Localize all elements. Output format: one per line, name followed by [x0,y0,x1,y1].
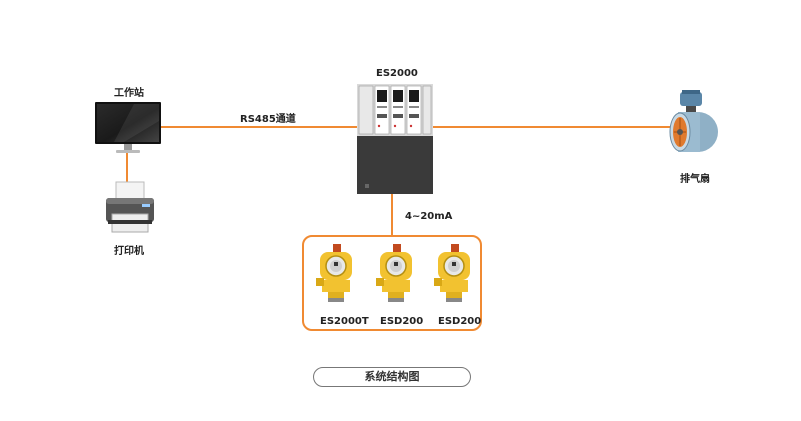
rs485-connector-line [160,126,358,128]
exhaust-fan-icon [669,90,718,152]
controller-label: ES2000 [376,68,418,79]
sensor-label-1: ES2000T [320,316,369,327]
fan-connector-line [432,126,672,128]
workstation-label: 工作站 [114,88,144,99]
sensor-label-3: ESD200 [438,316,482,327]
printer-connector-line [126,152,128,182]
gas-detector-icon-3 [434,244,470,302]
sensor-label-2: ESD200 [380,316,424,327]
printer-icon [106,181,154,233]
printer-label: 打印机 [114,246,144,257]
gas-detector-icon-2 [376,244,412,302]
workstation-monitor-icon [95,102,161,153]
gas-detector-icon-1 [316,244,352,302]
controller-cabinet-icon [357,84,433,194]
diagram-caption: 系统结构图 [313,367,471,387]
fan-label: 排气扇 [680,174,710,185]
rs485-link-label: RS485通道 [240,114,296,125]
sensor-connector-line [391,193,393,236]
analog-link-label: 4~20mA [405,211,453,222]
